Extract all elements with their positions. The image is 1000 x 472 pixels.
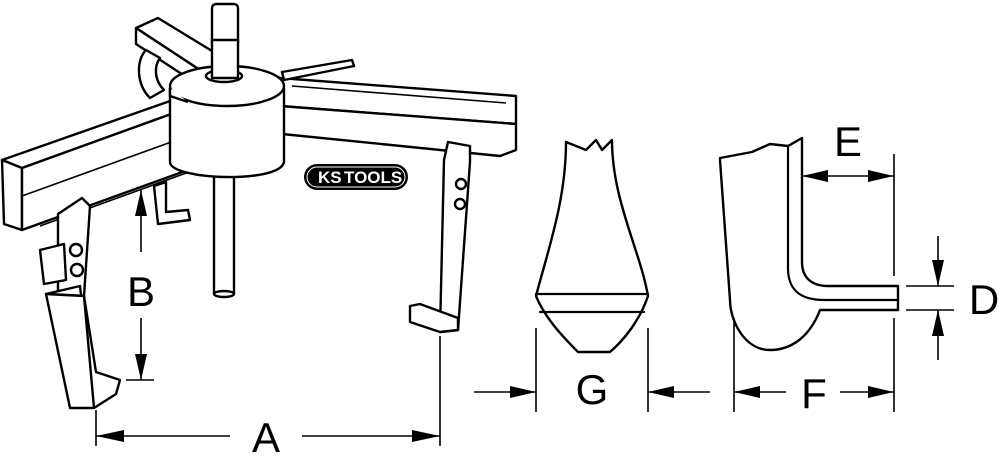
logo-text: TOOLS xyxy=(344,168,402,187)
arm-back xyxy=(134,16,232,100)
logo-brand: KS xyxy=(318,168,342,187)
dimension-g: G xyxy=(474,328,710,413)
dimension-d: D xyxy=(906,236,999,360)
dimension-f: F xyxy=(733,318,895,417)
label-e: E xyxy=(834,118,862,165)
center-hub xyxy=(168,38,286,179)
dimension-a: A xyxy=(95,336,441,461)
label-d: D xyxy=(969,276,999,323)
tip-front-view xyxy=(534,138,650,354)
puller-drawing: KS TOOLS xyxy=(0,2,518,410)
brand-logo: KS TOOLS xyxy=(304,164,408,190)
spindle xyxy=(210,2,240,299)
label-g: G xyxy=(576,366,609,413)
jaw-right xyxy=(408,140,472,334)
label-a: A xyxy=(252,414,280,461)
dimension-b: B xyxy=(126,190,155,381)
arm-right xyxy=(278,76,518,158)
label-f: F xyxy=(801,370,827,417)
jaw-left xyxy=(38,196,122,410)
label-b: B xyxy=(127,268,155,315)
rod-back xyxy=(280,58,356,82)
slider-block xyxy=(152,180,192,226)
tip-side-view xyxy=(718,136,900,352)
dimension-e: E xyxy=(802,118,895,276)
